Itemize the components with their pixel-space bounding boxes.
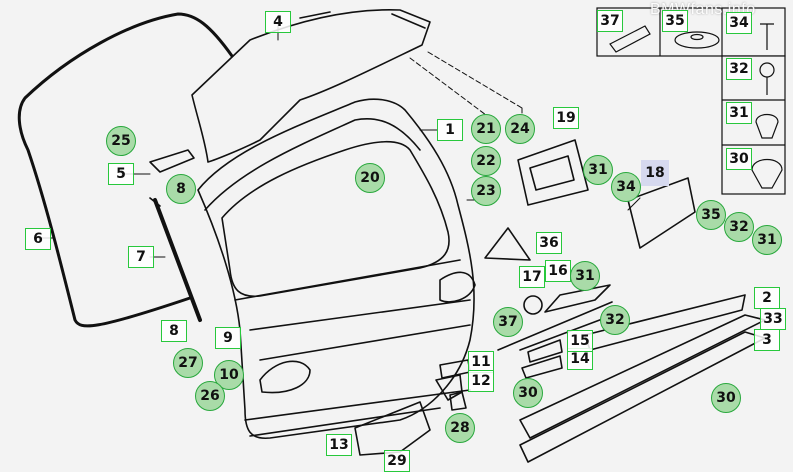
callout-37: 37: [493, 307, 523, 337]
callout-32-box: 32: [726, 58, 752, 80]
callout-14: 14: [567, 348, 593, 370]
callout-31-box: 31: [726, 102, 752, 124]
trim-strip-middle: [519, 314, 766, 439]
license-plate-bracket: [517, 139, 589, 206]
callout-25: 25: [106, 126, 136, 156]
callout-34: 34: [611, 172, 641, 202]
callout-31-a: 31: [583, 155, 613, 185]
callout-34-box: 34: [726, 12, 752, 34]
callout-36: 36: [536, 232, 562, 254]
callout-24: 24: [505, 114, 535, 144]
callout-1: 1: [437, 119, 463, 141]
callout-30-right: 30: [711, 383, 741, 413]
callout-31-b: 31: [752, 225, 782, 255]
callout-31-c: 31: [570, 261, 600, 291]
callout-21: 21: [471, 114, 501, 144]
callout-37-box: 37: [597, 10, 623, 32]
callout-9: 9: [215, 327, 241, 349]
roof-spoiler: [191, 8, 431, 163]
callout-26: 26: [195, 381, 225, 411]
callout-16: 16: [545, 260, 571, 282]
callout-27: 27: [173, 348, 203, 378]
callout-11: 11: [468, 351, 494, 373]
callout-32-b: 32: [600, 305, 630, 335]
callout-15: 15: [567, 330, 593, 352]
callout-18: 18: [641, 160, 669, 186]
callout-8-upper: 8: [166, 174, 196, 204]
callout-35-box: 35: [662, 10, 688, 32]
callout-17: 17: [519, 266, 545, 288]
callout-10: 10: [214, 360, 244, 390]
callout-3: 3: [754, 329, 780, 351]
callout-33: 33: [760, 308, 786, 330]
rear-window: [221, 140, 450, 298]
callout-5: 5: [108, 163, 134, 185]
callout-20: 20: [355, 163, 385, 193]
callout-13: 13: [326, 434, 352, 456]
callout-6: 6: [25, 228, 51, 250]
callout-4: 4: [265, 11, 291, 33]
callout-8-lower: 8: [161, 320, 187, 342]
callout-28: 28: [445, 413, 475, 443]
callout-35: 35: [696, 200, 726, 230]
callout-30-box: 30: [726, 148, 752, 170]
callout-23: 23: [471, 176, 501, 206]
callout-30-middle: 30: [513, 378, 543, 408]
callout-12: 12: [468, 370, 494, 392]
callout-19: 19: [553, 107, 579, 129]
warning-triangle: [484, 227, 531, 261]
callout-2: 2: [754, 287, 780, 309]
gas-strut: [153, 198, 202, 322]
callout-7: 7: [128, 246, 154, 268]
tailgate-lock: [354, 401, 431, 456]
callout-22: 22: [471, 146, 501, 176]
tailgate-seal: [17, 12, 234, 328]
callout-29: 29: [384, 450, 410, 472]
callout-32-a: 32: [724, 212, 754, 242]
